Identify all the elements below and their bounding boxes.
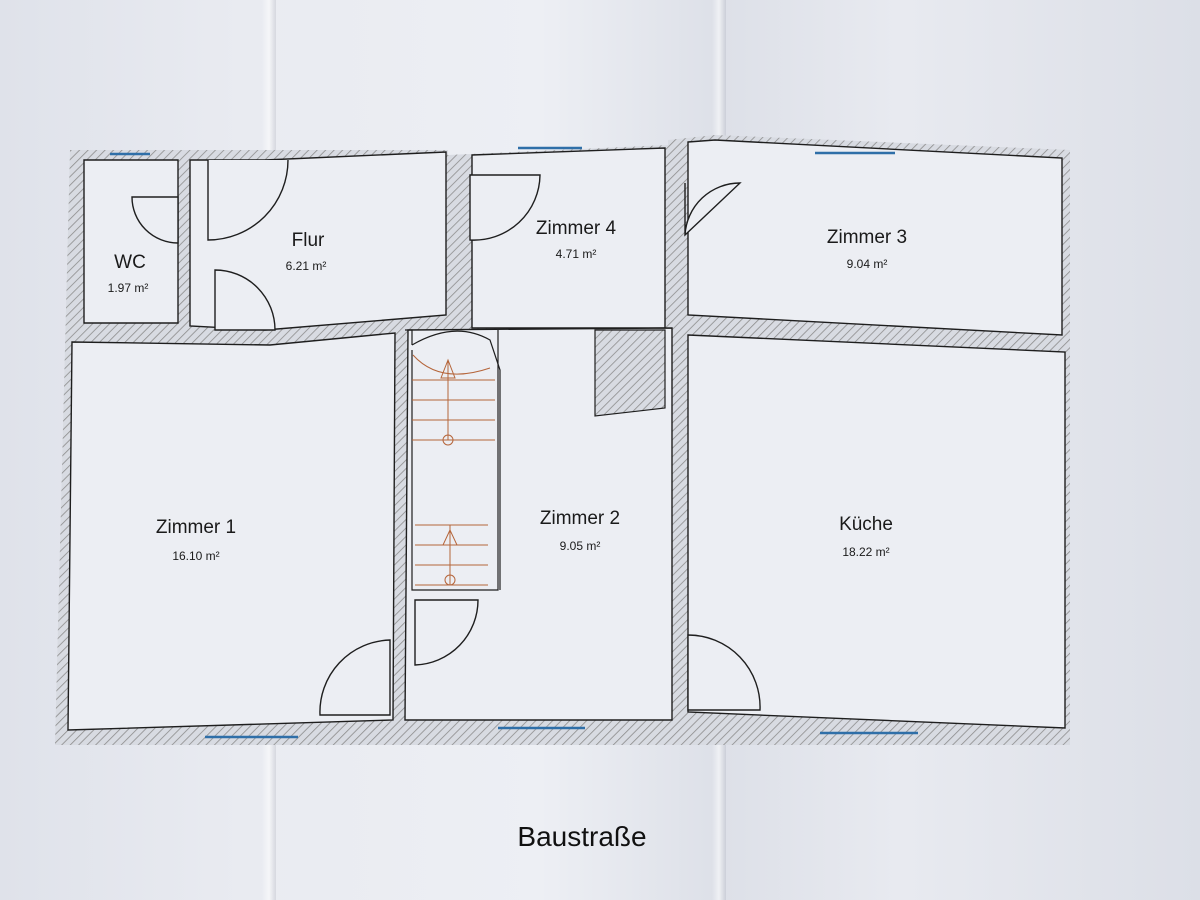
room-area: 4.71 m² xyxy=(556,247,597,261)
room-kueche xyxy=(687,334,1066,729)
door-zimmer-4 xyxy=(469,174,541,241)
room-name: Flur xyxy=(292,230,325,251)
room-name: Zimmer 4 xyxy=(536,218,617,239)
door-stair xyxy=(414,599,479,666)
room-area: 9.04 m² xyxy=(847,257,888,271)
staircase xyxy=(405,329,501,591)
door-flur-top xyxy=(207,159,289,241)
door-wc xyxy=(131,196,179,244)
room-area: 18.22 m² xyxy=(842,545,889,559)
room-name: Küche xyxy=(839,514,893,535)
street-name: Baustraße xyxy=(517,821,646,852)
room-zimmer-1 xyxy=(67,332,396,731)
windows xyxy=(110,146,918,739)
room-area: 9.05 m² xyxy=(560,539,601,553)
room-area: 6.21 m² xyxy=(286,259,327,273)
room-labels: WC 1.97 m² Flur 6.21 m² Zimmer 4 4.71 m²… xyxy=(108,218,907,563)
room-zimmer-3 xyxy=(687,139,1063,336)
door-kueche xyxy=(687,634,761,711)
room-name: Zimmer 3 xyxy=(827,227,907,248)
room-name: Zimmer 2 xyxy=(540,508,620,529)
room-name: Zimmer 1 xyxy=(156,517,236,538)
wall-pillar xyxy=(594,329,666,417)
doors xyxy=(131,159,761,716)
door-zimmer-1 xyxy=(319,639,391,716)
door-flur-bottom xyxy=(214,269,276,331)
room-name: WC xyxy=(114,252,146,273)
door-zimmer-3 xyxy=(684,182,742,237)
room-area: 16.10 m² xyxy=(172,549,219,563)
room-area: 1.97 m² xyxy=(108,281,149,295)
